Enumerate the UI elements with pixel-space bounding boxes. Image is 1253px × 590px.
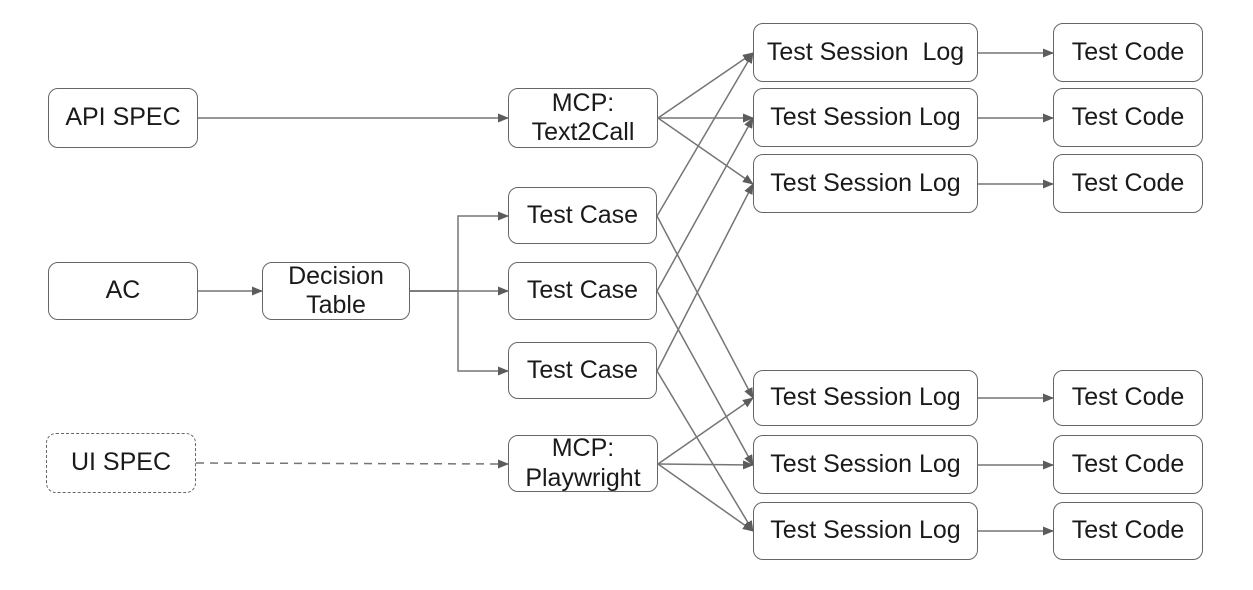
node-test-code-bottom-1[interactable]: Test Code [1053,370,1203,426]
node-test-session-log-top-2-label: Test Session Log [770,102,961,131]
node-ui-spec[interactable]: UI SPEC [46,433,196,493]
node-test-code-bottom-3-label: Test Code [1071,516,1185,545]
node-mcp-text2call[interactable]: MCP: Text2Call [508,88,658,148]
node-test-case-3-label: Test Case [526,355,639,384]
node-test-code-top-1-label: Test Code [1071,37,1185,66]
edge-test-case-3-to-test-session-log-top-3 [656,183,754,372]
node-test-session-log-bottom-3-label: Test Session Log [770,516,961,545]
node-test-session-log-top-1[interactable]: Test Session Log [753,23,978,82]
edge-test-case-2-to-test-session-log-top-2 [656,117,754,292]
node-test-case-3[interactable]: Test Case [508,342,657,399]
node-test-session-log-bottom-2-label: Test Session Log [770,449,961,478]
node-api-spec-label: API SPEC [65,103,181,132]
node-test-case-2-label: Test Case [526,276,639,305]
edge-mcp-text2call-to-test-session-log-top-1 [657,52,754,119]
edge-test-case-3-to-test-session-log-bottom-3 [656,370,754,532]
node-test-session-log-bottom-2[interactable]: Test Session Log [753,435,978,494]
node-test-case-1-label: Test Case [526,200,639,229]
node-test-code-bottom-2[interactable]: Test Code [1053,435,1203,494]
node-test-code-bottom-3[interactable]: Test Code [1053,502,1203,560]
edge-test-case-1-to-test-session-log-top-1 [656,52,754,217]
node-test-session-log-top-3-label: Test Session Log [770,168,961,197]
edge-decision-table-to-test-case-3 [410,290,509,376]
node-ui-spec-label: UI SPEC [70,448,172,477]
edge-mcp-playwright-to-test-session-log-bottom-1 [657,397,754,465]
node-api-spec[interactable]: API SPEC [48,88,198,148]
node-mcp-text2call-label: MCP: Text2Call [531,88,635,147]
node-test-code-top-3-label: Test Code [1071,168,1185,197]
node-test-code-top-1[interactable]: Test Code [1053,23,1203,82]
node-test-session-log-top-1-label: Test Session Log [766,37,965,66]
node-test-case-2[interactable]: Test Case [508,262,657,320]
edge-test-case-1-to-test-session-log-bottom-1 [656,215,754,399]
edge-mcp-playwright-to-test-session-log-bottom-2 [657,460,754,470]
node-test-code-top-2[interactable]: Test Code [1053,88,1203,147]
node-decision-table-label: Decision Table [288,261,384,320]
node-test-session-log-top-2[interactable]: Test Session Log [753,88,978,147]
node-test-code-bottom-1-label: Test Code [1071,383,1185,412]
node-test-case-1[interactable]: Test Case [508,187,657,244]
node-test-session-log-top-3[interactable]: Test Session Log [753,154,978,213]
edge-decision-table-to-test-case-1 [410,211,509,292]
node-test-code-top-2-label: Test Code [1071,102,1185,131]
node-test-code-bottom-2-label: Test Code [1071,449,1185,478]
edge-mcp-playwright-to-test-session-log-bottom-3 [657,463,754,532]
node-mcp-playwright[interactable]: MCP: Playwright [508,434,658,492]
edge-ui-spec-to-mcp-playwright [195,459,509,469]
node-test-code-top-3[interactable]: Test Code [1053,154,1203,213]
node-test-session-log-bottom-3[interactable]: Test Session Log [753,502,978,560]
edge-test-case-2-to-test-session-log-bottom-2 [656,290,754,466]
node-mcp-playwright-label: MCP: Playwright [525,434,641,492]
node-test-session-log-bottom-1-label: Test Session Log [770,383,961,412]
node-ac[interactable]: AC [48,262,198,320]
edge-mcp-text2call-to-test-session-log-top-3 [657,117,754,185]
node-decision-table[interactable]: Decision Table [262,262,410,320]
node-ac-label: AC [105,276,141,305]
node-test-session-log-bottom-1[interactable]: Test Session Log [753,370,978,426]
